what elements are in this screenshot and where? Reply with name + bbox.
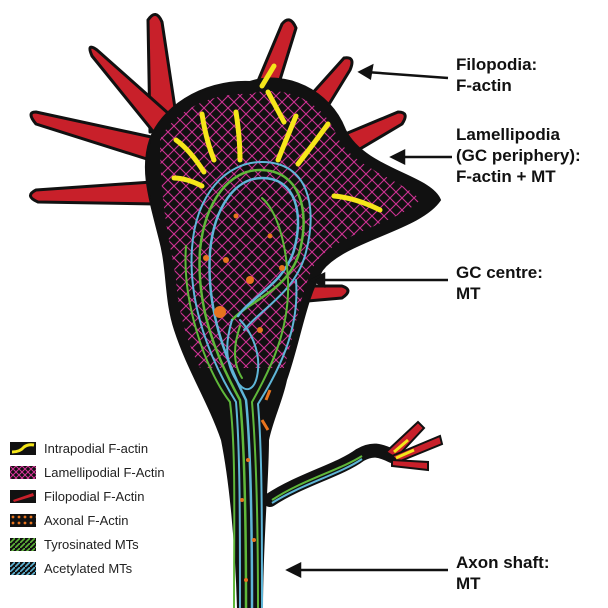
legend-label: Lamellipodial F-Actin xyxy=(44,465,165,480)
swatch-acetylated-mts xyxy=(10,562,36,575)
callout-axon-shaft-line2: MT xyxy=(456,573,550,594)
callout-lamellipodia-line3: F-actin + MT xyxy=(456,166,581,187)
legend-item: Filopodial F-Actin xyxy=(10,484,210,508)
legend-item: Lamellipodial F-Actin xyxy=(10,460,210,484)
filopodium xyxy=(30,182,156,204)
swatch-filopodial-f-actin xyxy=(10,490,36,503)
legend-label: Axonal F-Actin xyxy=(44,513,129,528)
callout-gc-centre: GC centre: MT xyxy=(456,262,543,304)
callout-gc-centre-line2: MT xyxy=(456,283,543,304)
swatch-lamellipodial-f-actin xyxy=(10,466,36,479)
callout-lamellipodia: Lamellipodia (GC periphery): F-actin + M… xyxy=(456,124,581,187)
axon-branch xyxy=(262,390,442,503)
callout-gc-centre-line1: GC centre: xyxy=(456,262,543,283)
legend-item: Axonal F-Actin xyxy=(10,508,210,532)
swatch-axonal-f-actin xyxy=(10,514,36,527)
legend-label: Filopodial F-Actin xyxy=(44,489,144,504)
swatch-tyrosinated-mts xyxy=(10,538,36,551)
filopodium xyxy=(31,112,156,160)
callout-axon-shaft-line1: Axon shaft: xyxy=(456,552,550,573)
callout-filopodia: Filopodia: F-actin xyxy=(456,54,537,96)
legend-label: Acetylated MTs xyxy=(44,561,132,576)
callout-filopodia-line2: F-actin xyxy=(456,75,537,96)
legend-item: Intrapodial F-actin xyxy=(10,436,210,460)
callout-filopodia-line1: Filopodia: xyxy=(456,54,537,75)
legend-item: Acetylated MTs xyxy=(10,556,210,580)
callout-axon-shaft: Axon shaft: MT xyxy=(456,552,550,594)
callout-lamellipodia-line2: (GC periphery): xyxy=(456,145,581,166)
legend-label: Intrapodial F-actin xyxy=(44,441,148,456)
callout-lamellipodia-line1: Lamellipodia xyxy=(456,124,581,145)
legend: Intrapodial F-actin Lamellipodial F-Acti… xyxy=(10,436,210,580)
legend-label: Tyrosinated MTs xyxy=(44,537,139,552)
legend-item: Tyrosinated MTs xyxy=(10,532,210,556)
swatch-intrapodial-f-actin xyxy=(10,442,36,455)
